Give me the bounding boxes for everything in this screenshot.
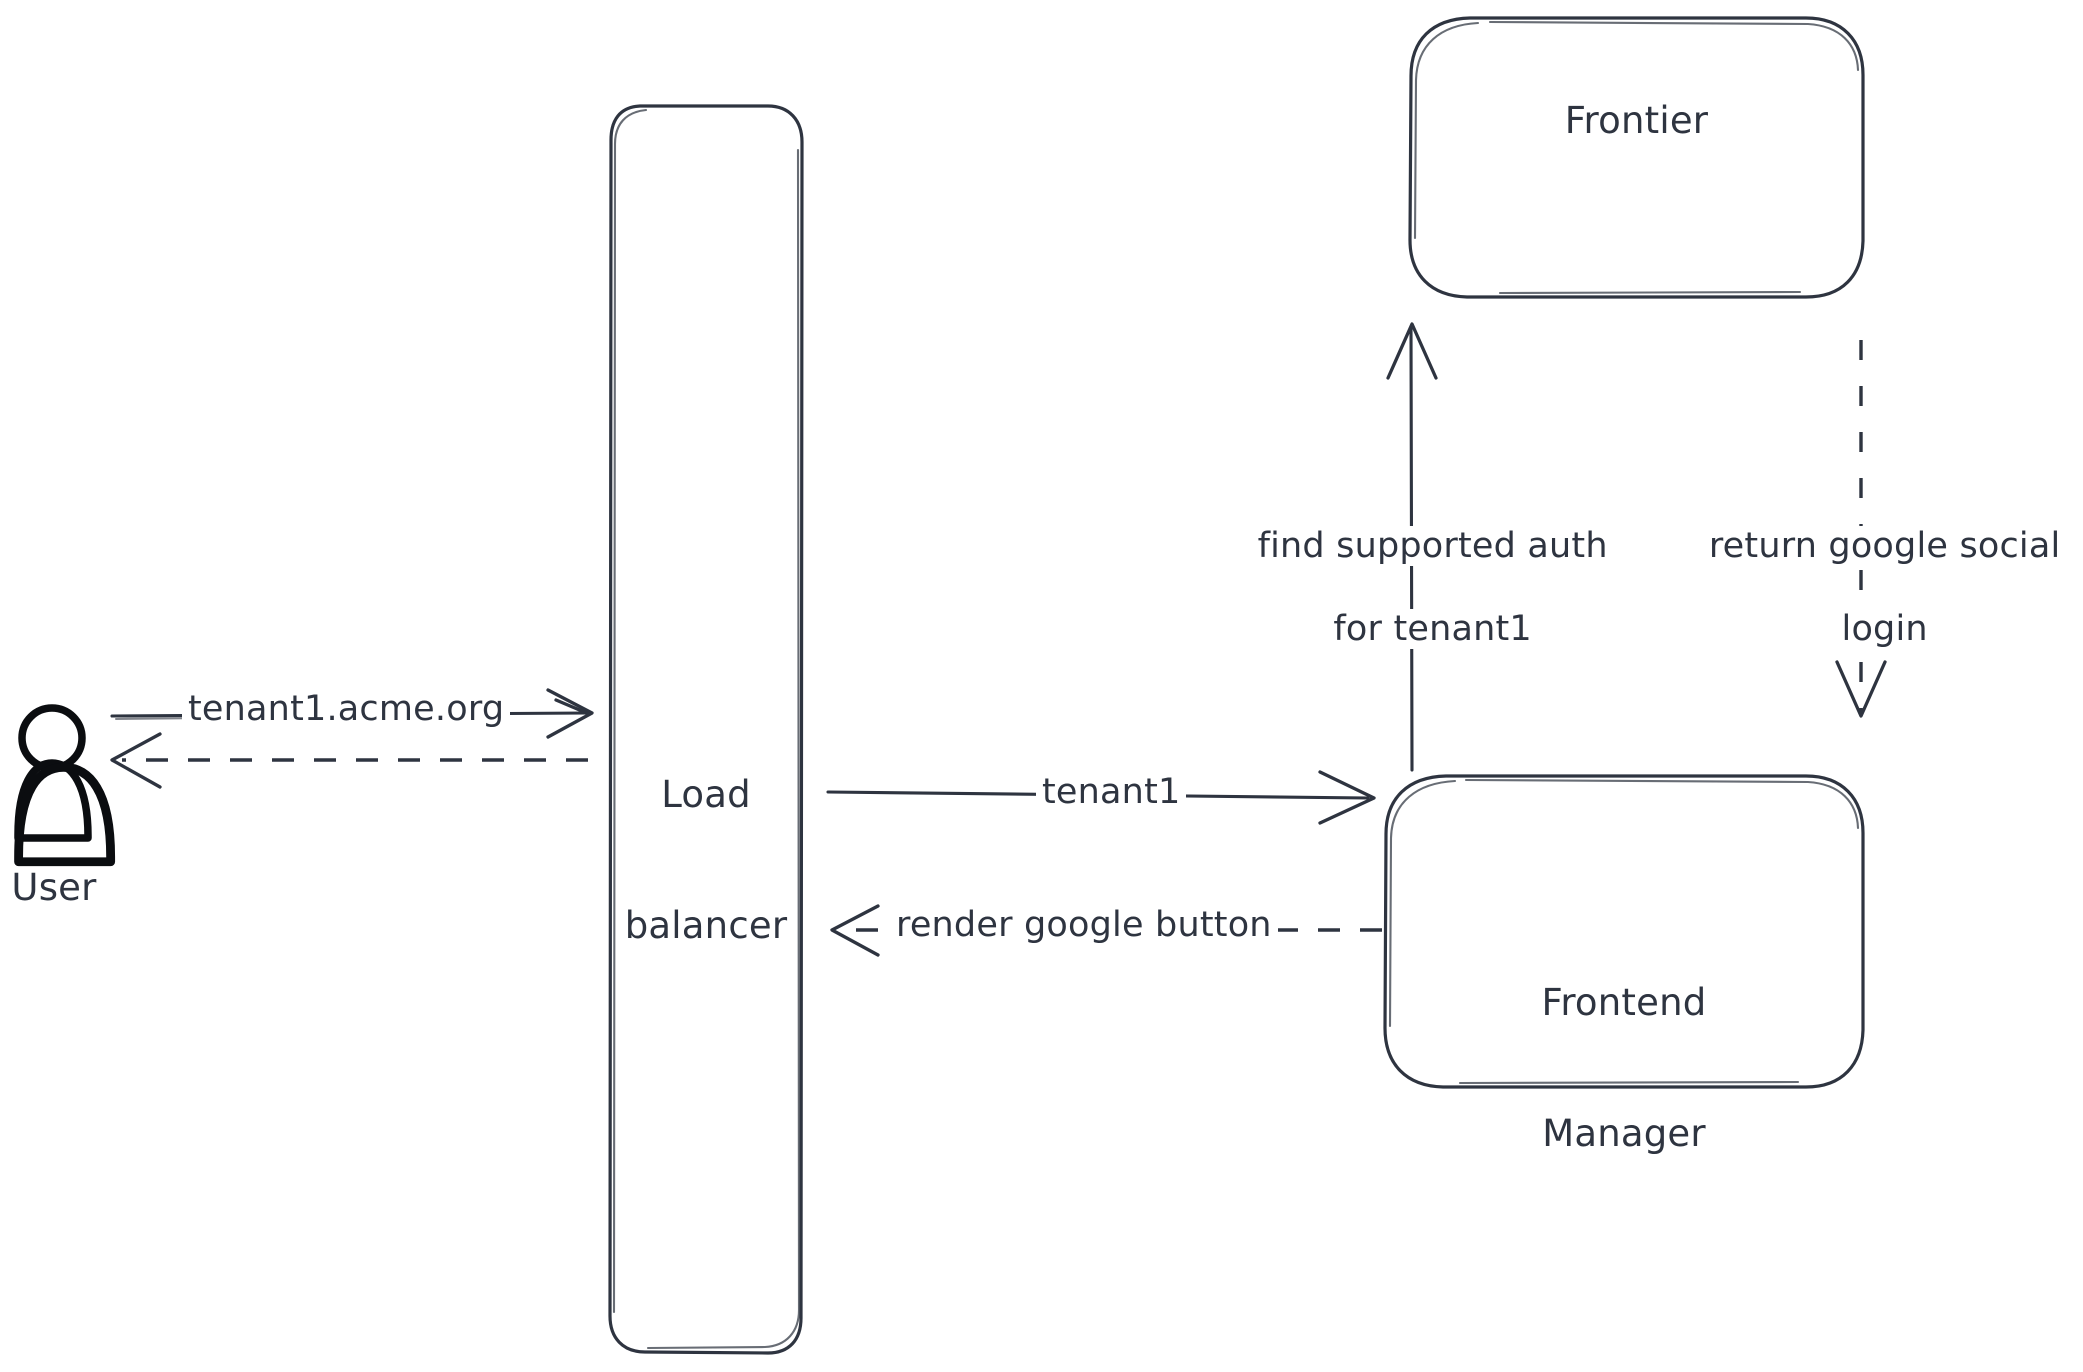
node-label-frontend-manager: Frontend Manager	[1385, 894, 1863, 1243]
node-label-load-balancer-line2: balancer	[624, 904, 788, 948]
edge-label-lb-to-fm: tenant1	[1036, 772, 1187, 814]
node-label-frontier: Frontier	[1564, 99, 1709, 142]
node-frontier[interactable]	[1408, 16, 1865, 299]
actor-user-body-shape	[14, 762, 116, 867]
edge-label-fm-to-frontier-line2: for tenant1	[1327, 608, 1538, 649]
node-label-load-balancer: Load balancer	[612, 686, 800, 1035]
edge-frontier-to-fm	[1835, 340, 1887, 718]
edge-label-fm-to-frontier: find supported auth for tenant1	[1200, 485, 1620, 691]
node-label-frontend-manager-line2: Manager	[1542, 1112, 1706, 1156]
node-label-load-balancer-line1: Load	[661, 773, 751, 817]
node-frontend-manager[interactable]	[1383, 774, 1865, 1089]
edge-label-frontier-to-fm-line1: return google social	[1702, 526, 2067, 567]
edge-label-fm-to-lb: render google button	[890, 905, 1278, 947]
edge-label-user-to-lb: tenant1.acme.org	[182, 689, 511, 731]
node-label-frontend-manager-line1: Frontend	[1541, 981, 1707, 1025]
node-load-balancer[interactable]	[608, 104, 804, 1355]
edge-label-frontier-to-fm: return google social login	[1650, 485, 2074, 691]
edge-lb-to-user	[110, 732, 588, 789]
actor-label-user: User	[11, 866, 97, 909]
edge-label-frontier-to-fm-line2: login	[1835, 608, 1934, 649]
edge-label-fm-to-frontier-line1: find supported auth	[1251, 526, 1614, 567]
